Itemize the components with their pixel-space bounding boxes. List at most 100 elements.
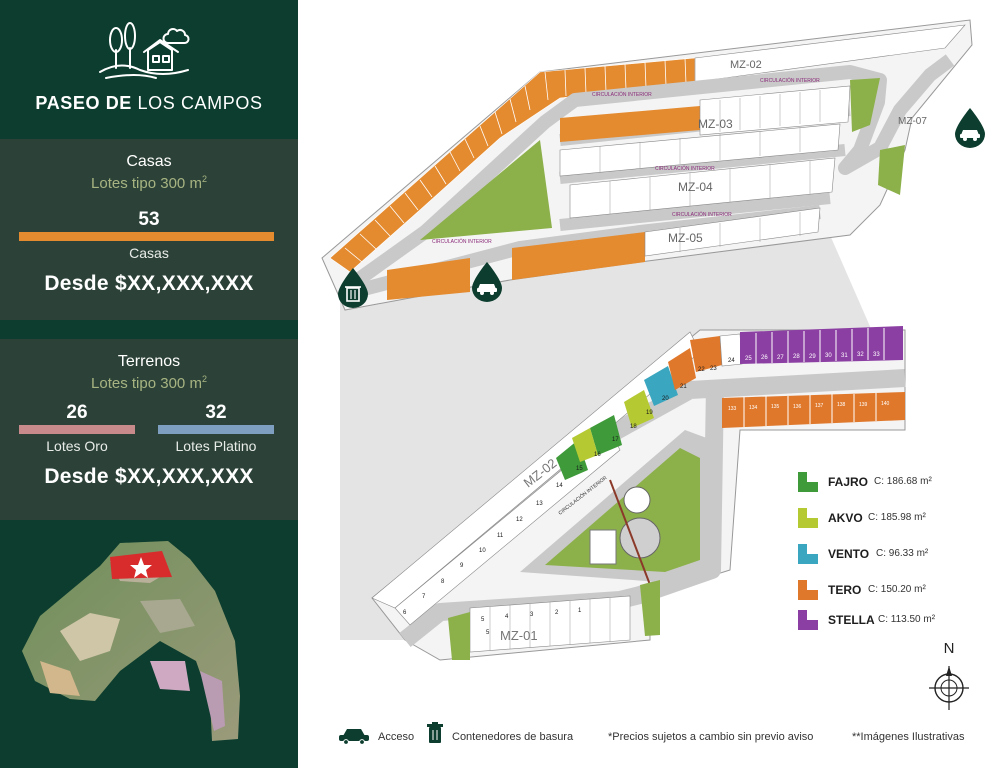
lot-numbers-diagonal: 21 20 19 18 17 16 15 14 13 12 11 10 9 8 … — [403, 384, 687, 623]
central-park — [420, 140, 552, 240]
orange-lots-west — [387, 258, 470, 300]
compass-north-label: N — [943, 640, 955, 657]
masterplan-svg: MZ-02 MZ-03 MZ-04 MZ-05 MZ-07 CIRCULACIÓ… — [321, 19, 973, 661]
casas-panel: Casas Lotes tipo 300 m2 53 Casas Desde $… — [0, 139, 298, 320]
lot-number: 10 — [479, 548, 486, 554]
street-label-4: CIRCULACIÓN INTERIOR — [672, 211, 732, 218]
lot-number: 20 — [662, 396, 669, 402]
platino-bar — [158, 425, 274, 434]
lot-number: 17 — [612, 437, 619, 443]
lot-number: 30 — [825, 353, 832, 359]
lot-number: 28 — [793, 354, 800, 360]
terrenos-price: Desde $XX,XXX,XXX — [44, 465, 254, 488]
lot-number: 31 — [841, 353, 848, 359]
compass-rose-icon — [929, 666, 969, 710]
lot-number: 15 — [576, 466, 583, 472]
upper-masterplan — [321, 19, 973, 311]
street-label-5: CIRCULACIÓN INTERIOR — [432, 238, 492, 245]
street-label-1: CIRCULACIÓN INTERIOR — [760, 77, 820, 84]
legend-area-fajro: C: 186.68 m² — [874, 476, 932, 487]
block-label-mz02-top: MZ-02 — [730, 59, 762, 71]
lot-number: 9 — [460, 563, 464, 569]
legend-item-akvo: AKVO C: 185.98 m² — [798, 508, 988, 528]
lot-number: 32 — [857, 352, 864, 358]
brand-header: PASEO DE LOS CAMPOS — [0, 0, 298, 138]
terrenos-subtitle-sup: 2 — [201, 374, 207, 384]
lot-numbers-row1: 22 23 24 25 26 27 28 29 30 31 32 33 — [698, 352, 880, 373]
lot-number: 7 — [422, 594, 426, 600]
trash-pin-icon[interactable] — [338, 268, 368, 308]
footer-basura: Contenedores de basura — [452, 731, 574, 743]
stella-lots-row — [740, 326, 903, 364]
footer-precios-disclaimer: *Precios sujetos a cambio sin previo avi… — [608, 731, 814, 743]
lot-number: 137 — [815, 403, 824, 409]
lot-number: 19 — [646, 410, 653, 416]
legend-item-fajro: FAJRO C: 186.68 m² — [798, 472, 988, 492]
masterplan-map: MZ-02 MZ-03 MZ-04 MZ-05 MZ-07 CIRCULACIÓ… — [298, 0, 1000, 768]
north-compass: N — [926, 640, 972, 714]
lot-number: 5 — [481, 617, 485, 623]
oro-count: 26 — [66, 402, 88, 423]
car-access-pin-icon-east[interactable] — [955, 108, 985, 148]
brand-title-rest: LOS CAMPOS — [131, 93, 263, 113]
legend-area-tero: C: 150.20 m² — [868, 584, 926, 595]
trash-icon — [427, 722, 443, 743]
lot-number: 6 — [403, 610, 407, 616]
footer-acceso: Acceso — [378, 731, 415, 743]
akvo-swatch — [798, 508, 818, 528]
lot-number: 16 — [594, 452, 601, 458]
lot-number: 13 — [536, 501, 543, 507]
lower-masterplan — [371, 326, 906, 661]
legend-name-stella: STELLA — [828, 613, 875, 627]
lot-number: 3 — [530, 612, 534, 618]
lot-number: 138 — [837, 402, 846, 408]
lot-number: 1 — [578, 608, 582, 614]
lot-number: 25 — [745, 356, 752, 362]
block-label-mz01: MZ-01 — [500, 628, 538, 643]
casas-bar — [19, 232, 274, 241]
lot-number: 12 — [516, 517, 523, 523]
legend-name-fajro: FAJRO — [828, 475, 869, 489]
stella-swatch — [798, 610, 818, 630]
lot-number: 2 — [555, 610, 559, 616]
terrenos-title: Terrenos — [117, 353, 181, 370]
casas-subtitle-text: Lotes tipo 300 m — [91, 175, 202, 192]
lot-number: 21 — [680, 384, 687, 390]
street-label-3: CIRCULACIÓN INTERIOR — [655, 165, 715, 172]
brand-title-bold: PASEO DE — [35, 93, 132, 113]
lot-number: 27 — [777, 355, 784, 361]
terrenos-subtitle: Lotes tipo 300 m2 — [0, 374, 298, 392]
casas-count-label: Casas — [129, 245, 169, 261]
orange-lots-mz03 — [560, 106, 700, 142]
terrenos-panel: Terrenos Lotes tipo 300 m2 26 32 Lotes O… — [0, 339, 298, 520]
legend-item-vento: VENTO C: 96.33 m² — [798, 544, 988, 564]
lot-number: 5 — [486, 630, 490, 636]
footer-imagenes-disclaimer: **Imágenes Ilustrativas — [852, 731, 965, 743]
lot-number: 14 — [556, 483, 563, 489]
lot-number: 135 — [771, 404, 780, 410]
platino-count: 32 — [205, 402, 227, 423]
lot-number: 133 — [728, 406, 737, 412]
tero-lots-row — [722, 392, 905, 428]
lot-number: 18 — [630, 424, 637, 430]
legend-area-stella: C: 113.50 m² — [878, 614, 936, 625]
legend-name-tero: TERO — [828, 583, 862, 597]
house-trees-logo — [99, 22, 190, 79]
fajro-swatch — [798, 472, 818, 492]
lot-numbers-row2: 133 134 135 136 137 138 139 140 — [728, 401, 890, 412]
terrenos-subtitle-text: Lotes tipo 300 m — [91, 375, 202, 392]
street-label-2: CIRCULACIÓN INTERIOR — [592, 91, 652, 98]
legend-area-vento: C: 96.33 m² — [876, 548, 929, 559]
lot-number: 140 — [881, 401, 890, 407]
lot-number: 134 — [749, 405, 758, 411]
block-label-mz07: MZ-07 — [898, 116, 927, 127]
car-icon — [339, 729, 369, 744]
lot-number: 136 — [793, 404, 802, 410]
car-access-pin-icon[interactable] — [472, 262, 502, 302]
block-label-mz03: MZ-03 — [698, 117, 733, 131]
block-label-mz05: MZ-05 — [668, 231, 703, 245]
casas-count: 53 — [138, 209, 160, 230]
platino-label: Lotes Platino — [175, 438, 257, 454]
lot-number: 8 — [441, 579, 445, 585]
lot-numbers-mz01: 1 2 3 4 5 — [486, 608, 582, 636]
